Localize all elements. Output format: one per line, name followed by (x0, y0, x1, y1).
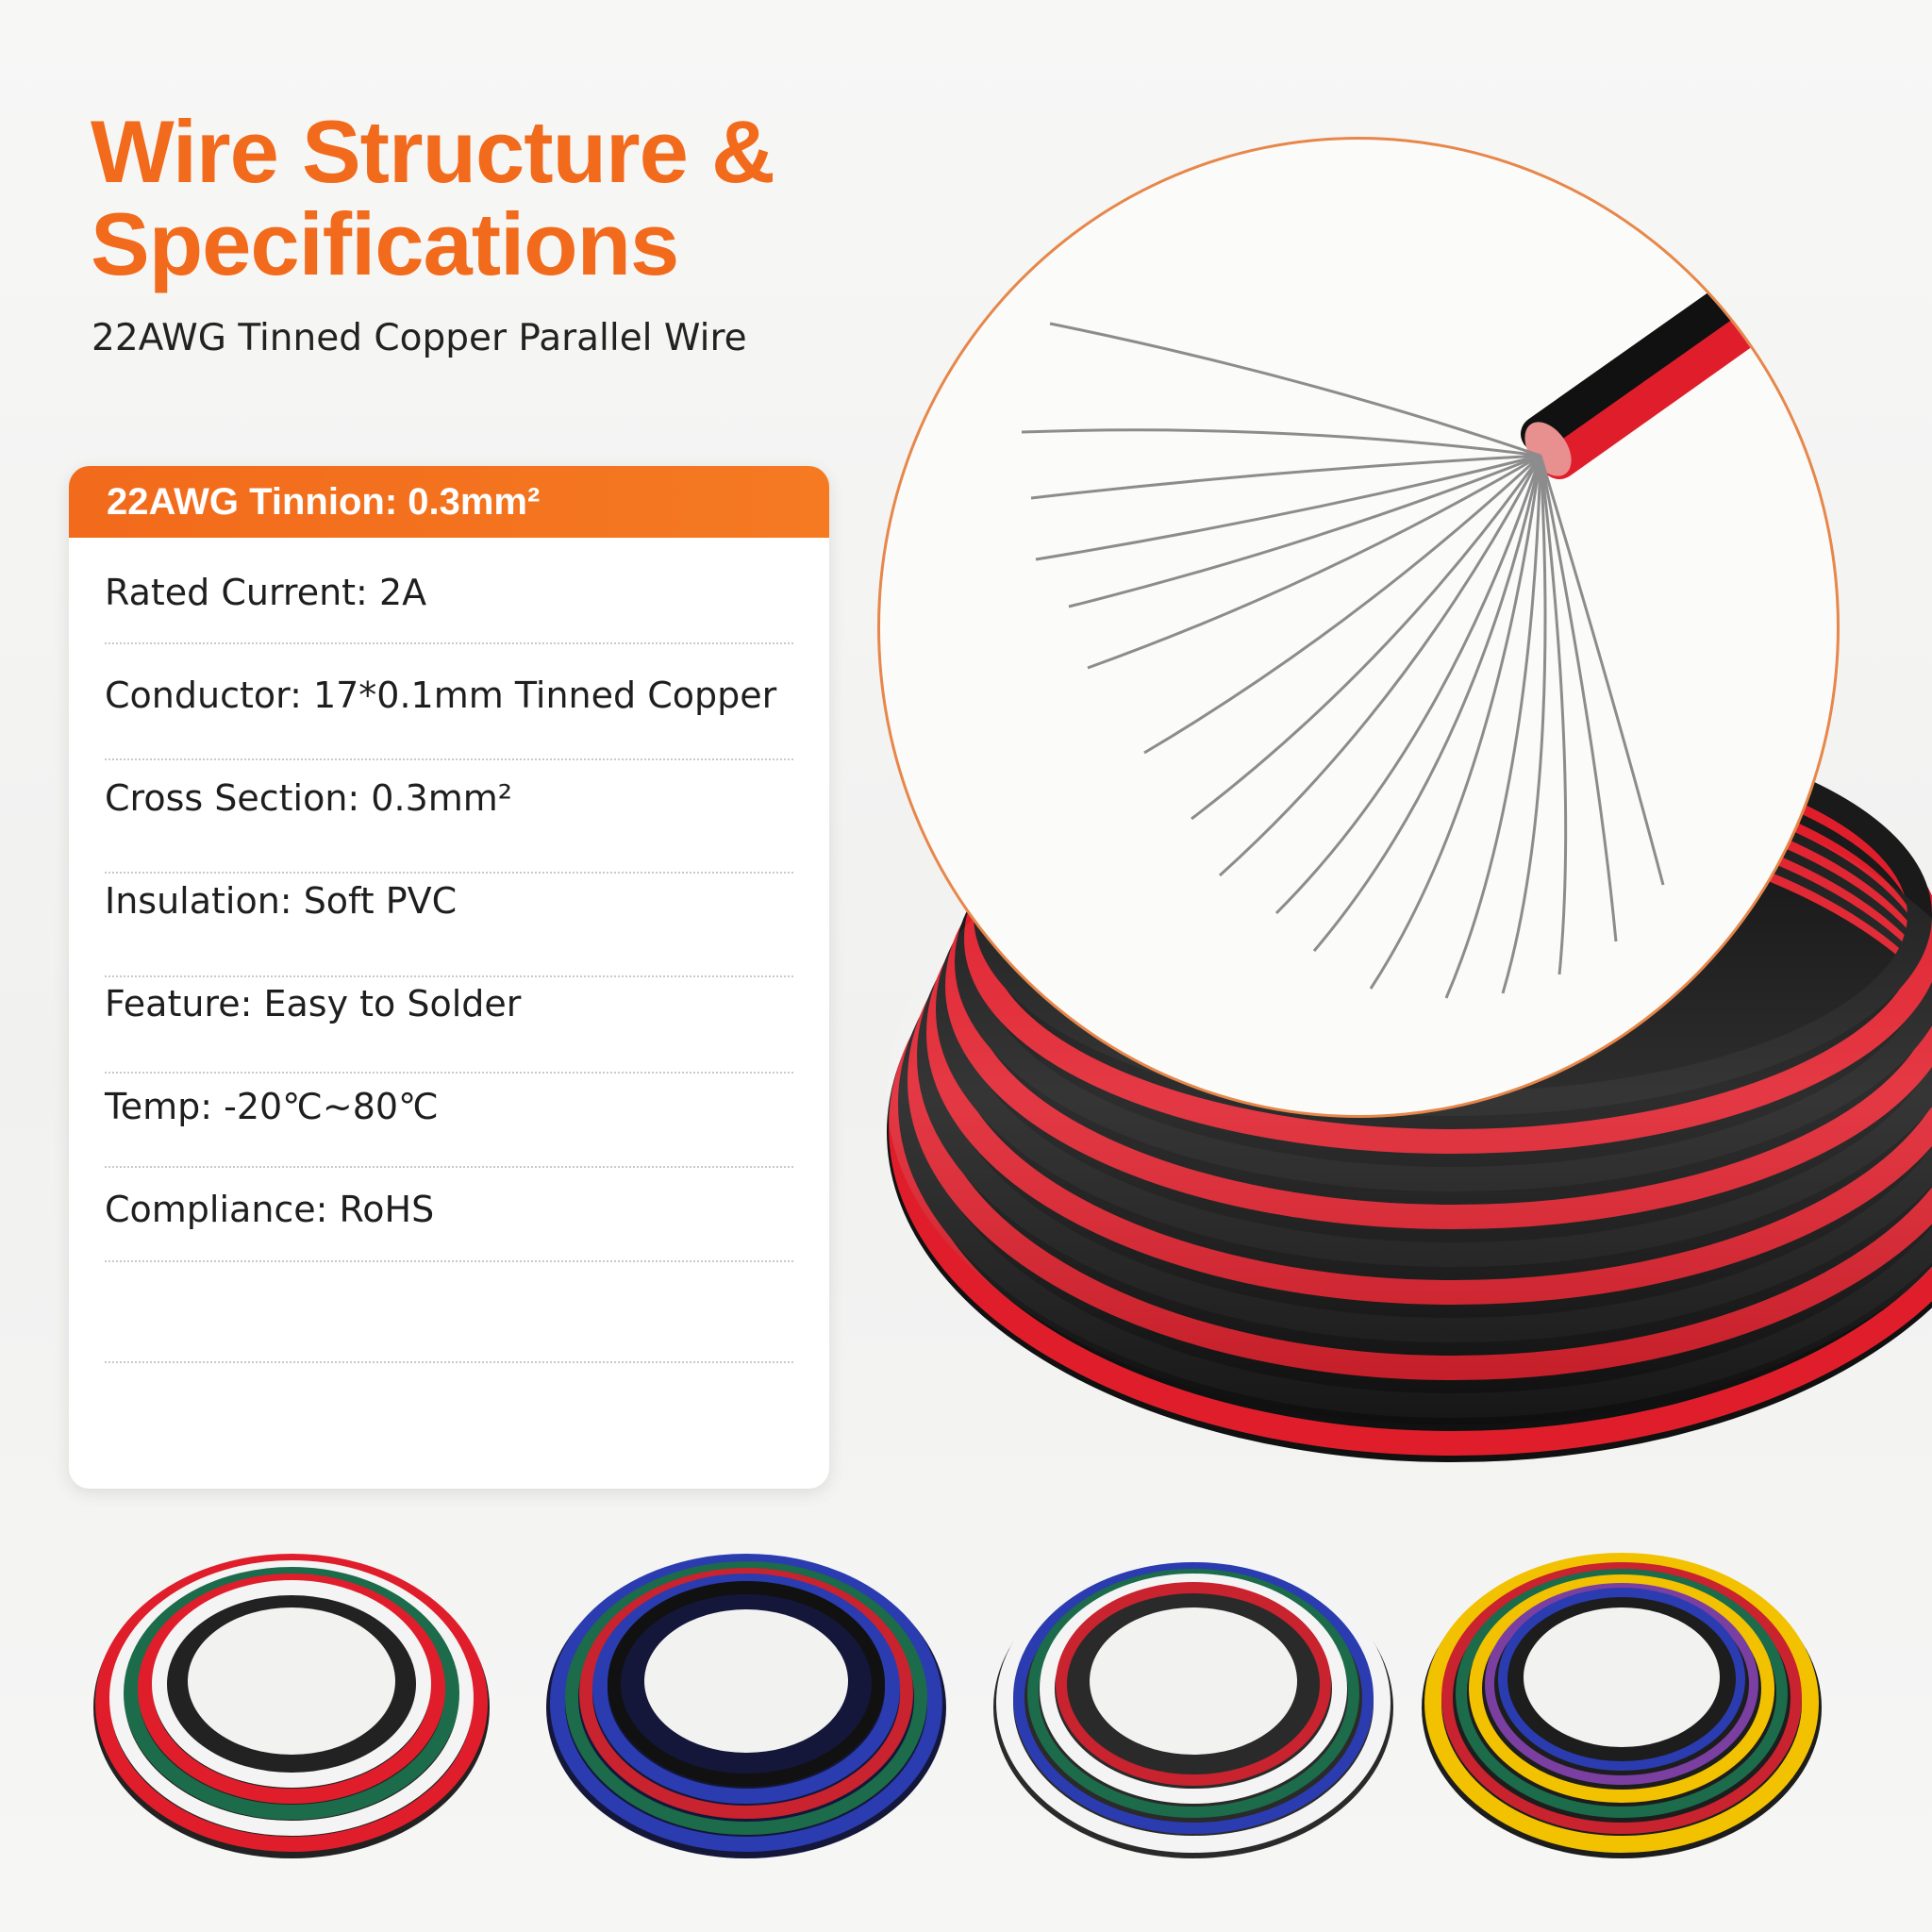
coil-thumb-red-green-white (93, 1554, 490, 1858)
parallel-wire-insulation (1521, 208, 1837, 479)
spec-temp: Temp: -20℃~80℃ (105, 1086, 439, 1127)
spec-divider (105, 872, 793, 874)
spec-card: 22AWG Tinnion: 0.3mm² Rated Current: 2A … (69, 466, 829, 1489)
title-line-1: Wire Structure & (91, 102, 775, 201)
title-line-2: Specifications (91, 194, 679, 293)
spec-divider (105, 758, 793, 760)
spec-cross-section: Cross Section: 0.3mm² (105, 777, 513, 819)
coil-thumb-blue-green-red (546, 1554, 946, 1858)
spec-rated-current: Rated Current: 2A (105, 572, 427, 613)
spec-feature: Feature: Easy to Solder (105, 983, 522, 1024)
coil-thumb-yellow-multicolor (1422, 1553, 1822, 1858)
spec-divider (105, 1260, 793, 1262)
page-title: Wire Structure & Specifications (91, 102, 775, 293)
spec-conductor: Conductor: 17*0.1mm Tinned Copper (105, 675, 777, 716)
coil-thumb-white-blue-green (993, 1553, 1393, 1858)
spec-compliance: Compliance: RoHS (105, 1189, 435, 1230)
spec-card-header: 22AWG Tinnion: 0.3mm² (69, 466, 829, 538)
spec-divider (105, 975, 793, 977)
copper-strands (1021, 322, 1665, 999)
stripped-wire-strands (1021, 208, 1837, 999)
spec-divider (105, 1166, 793, 1168)
spec-divider (105, 1072, 793, 1074)
spec-divider (105, 642, 793, 644)
spec-divider (105, 1361, 793, 1363)
spec-insulation: Insulation: Soft PVC (105, 880, 458, 922)
wire-closeup-circle (877, 137, 1840, 1118)
page-subtitle: 22AWG Tinned Copper Parallel Wire (92, 317, 747, 359)
